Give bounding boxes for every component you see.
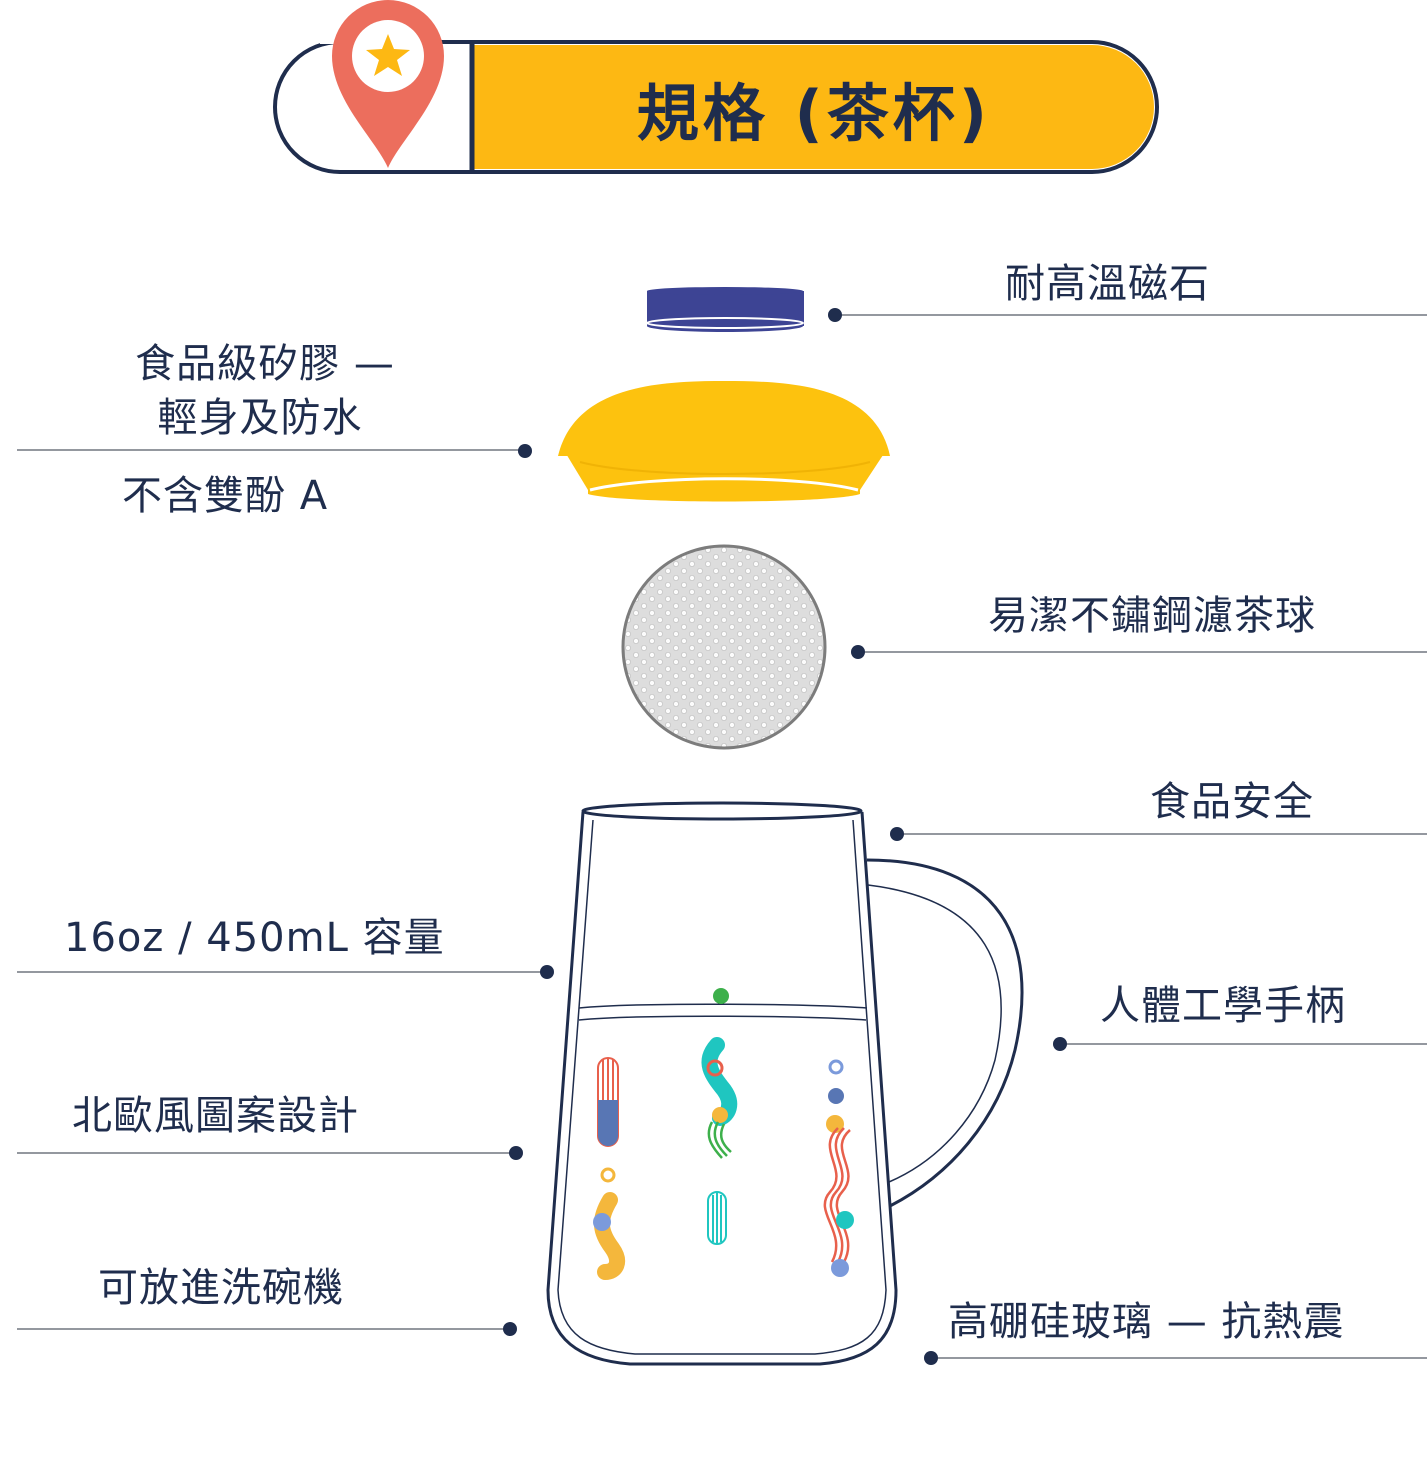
label-silicone-line2: 輕身及防水 bbox=[157, 395, 363, 441]
magnet-icon bbox=[646, 287, 804, 332]
callout-dots bbox=[503, 308, 1067, 1365]
nordic-pattern bbox=[593, 988, 854, 1280]
header-banner bbox=[273, 40, 1159, 174]
label-glass: 高硼硅玻璃 — 抗熱震 bbox=[948, 1299, 1345, 1345]
location-pin-star-icon bbox=[332, 0, 444, 168]
label-pattern: 北歐風圖案設計 bbox=[72, 1093, 359, 1139]
glass-mug-icon bbox=[546, 801, 1024, 1366]
silicone-lid-icon bbox=[558, 381, 890, 502]
label-bpa-free: 不含雙酚 A bbox=[122, 473, 329, 519]
label-filter: 易潔不鏽鋼濾茶球 bbox=[988, 593, 1316, 639]
label-magnet: 耐高溫磁石 bbox=[1005, 261, 1210, 307]
label-capacity: 16oz / 450mL 容量 bbox=[64, 915, 445, 961]
label-handle: 人體工學手柄 bbox=[1100, 983, 1346, 1029]
tea-filter-ball-icon bbox=[621, 544, 827, 750]
label-silicone-line1: 食品級矽膠 — bbox=[135, 341, 395, 387]
label-dishwasher: 可放進洗碗機 bbox=[98, 1265, 344, 1311]
page-title: 規格 (茶杯) bbox=[636, 77, 992, 150]
callout-lines bbox=[17, 314, 1427, 1359]
label-food-safe: 食品安全 bbox=[1150, 779, 1314, 825]
